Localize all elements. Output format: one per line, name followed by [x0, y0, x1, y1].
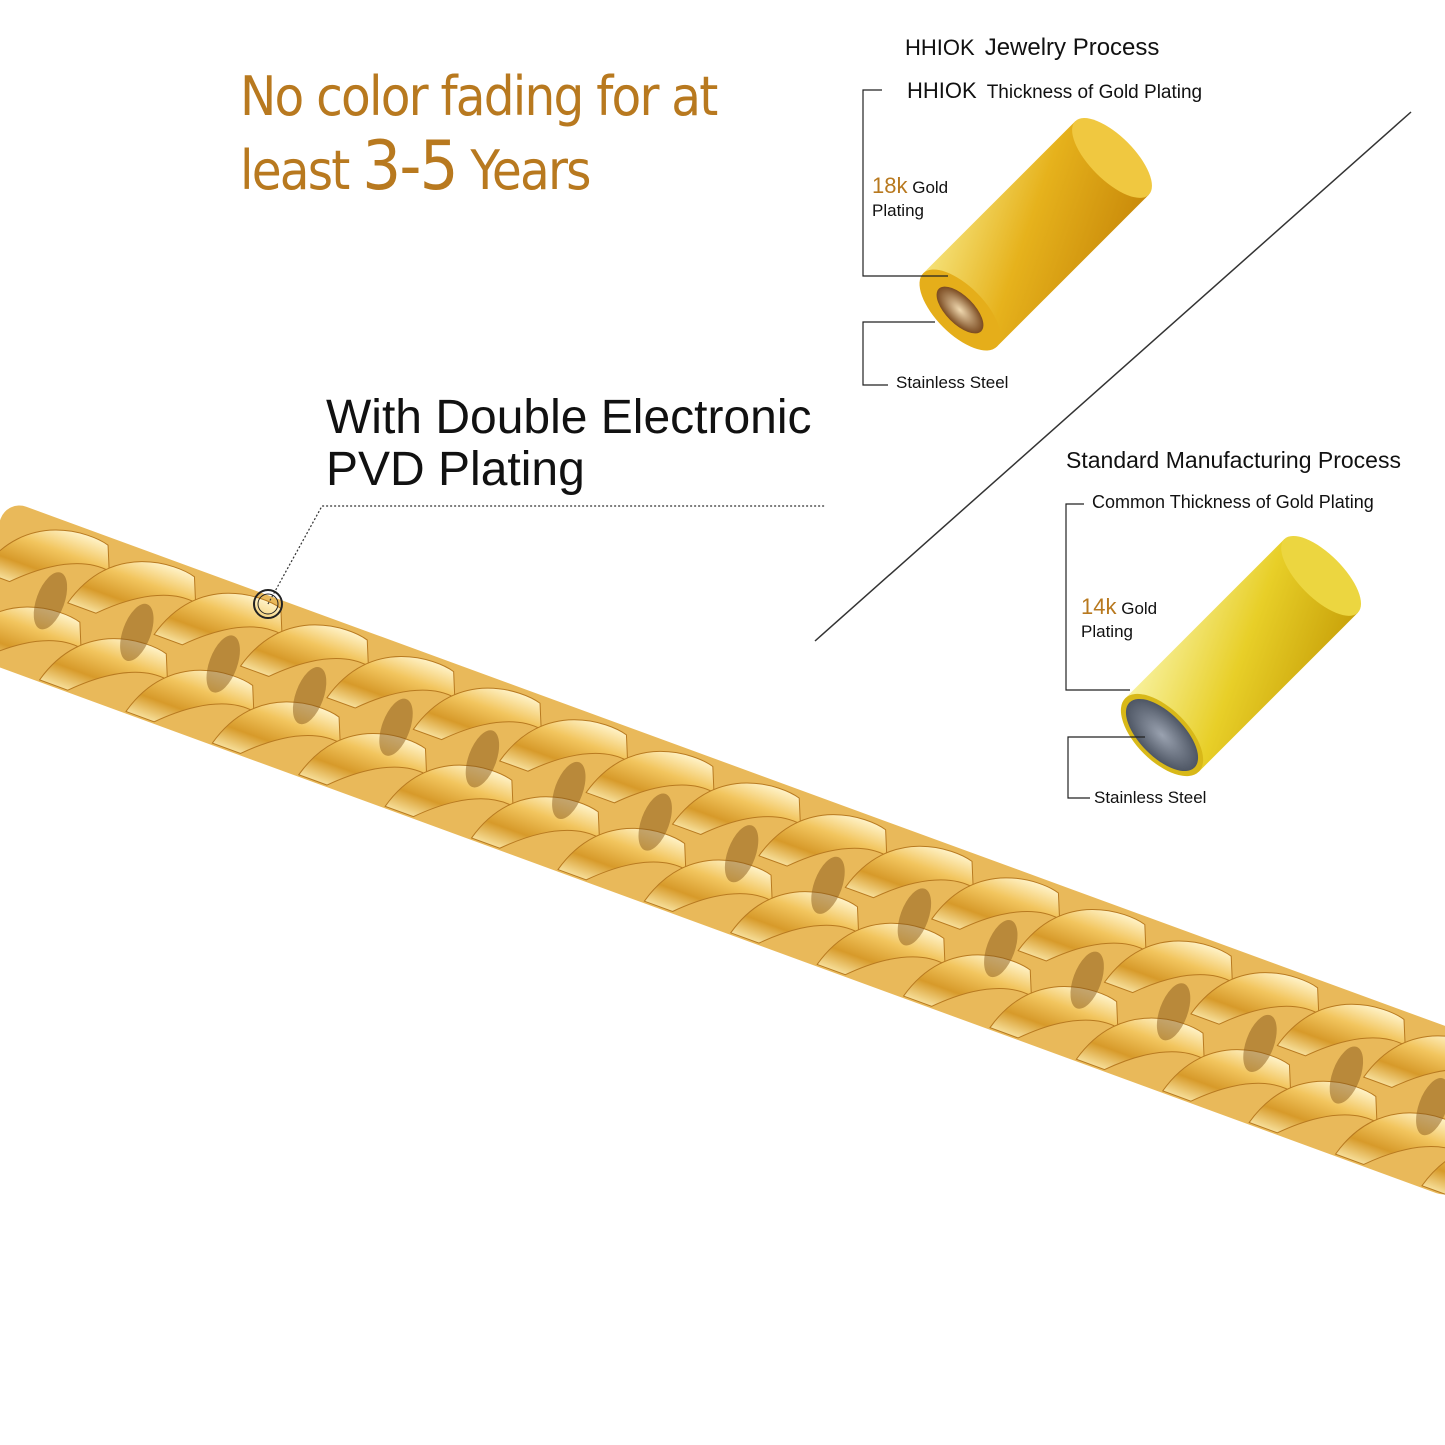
chain-link-gap — [724, 825, 759, 883]
hhiok-subtitle-text: Thickness of Gold Plating — [986, 82, 1203, 103]
chain-link-gap — [1416, 1078, 1445, 1136]
hhiok-subtitle: HHIOK Thickness of Gold Plating — [907, 78, 1202, 104]
callout-marker — [253, 589, 283, 619]
headline-prefix: least — [240, 139, 363, 202]
gold-label: Gold — [1121, 599, 1158, 618]
chain-link — [66, 561, 197, 614]
chain-link-gap — [206, 635, 240, 693]
headline-suffix: Years — [456, 139, 591, 202]
chain-link-gap — [1070, 951, 1104, 1009]
plating-label: Plating — [872, 201, 924, 220]
headline-line-2: least 3-5 Years — [240, 132, 717, 206]
chain-link-gap — [292, 667, 327, 725]
karat-value: 14k — [1081, 594, 1117, 619]
chain-link-gap — [33, 572, 68, 630]
plating-label: Plating — [1081, 622, 1133, 641]
pvd-callout: With Double Electronic PVD Plating — [326, 392, 812, 496]
hhiok-title: HHIOK Jewelry Process — [905, 34, 1159, 62]
chain-link-gap — [552, 761, 586, 820]
standard-gold-label: 14k Gold Plating — [1081, 595, 1157, 643]
headline-years-number: 3-5 — [362, 127, 458, 206]
chain-link-gap — [465, 730, 500, 788]
chain-link — [0, 529, 110, 583]
chain-link — [1017, 909, 1147, 962]
chain-link — [1362, 1035, 1445, 1088]
chain-link-gap — [379, 698, 413, 756]
standard-title: Standard Manufacturing Process — [1066, 447, 1401, 473]
chain-link-gap — [120, 603, 154, 661]
chain-link-gap — [1156, 983, 1191, 1041]
chain-link-gap — [897, 888, 932, 946]
hhiok-title-text: Jewelry Process — [984, 34, 1160, 61]
chain-link — [1276, 1003, 1406, 1057]
gold-chain-image — [0, 505, 1445, 1197]
standard-core-label: Stainless Steel — [1094, 788, 1207, 807]
divider-line — [814, 111, 1412, 642]
chain-link-gap — [811, 856, 845, 914]
chain-link — [671, 782, 801, 836]
standard-subtitle: Common Thickness of Gold Plating — [1092, 492, 1374, 512]
chain-link — [498, 719, 629, 772]
chain-link — [1190, 972, 1320, 1025]
chain-link-gap — [1329, 1046, 1364, 1104]
headline: No color fading for at least 3-5 Years — [240, 62, 718, 206]
standard-plating-cylinder — [1120, 535, 1362, 777]
chain-link — [1103, 940, 1233, 994]
hhiok-gold-label: 18k Gold Plating — [872, 174, 948, 222]
chain-link-gap — [984, 919, 1018, 978]
hhiok-core-label: Stainless Steel — [896, 373, 1009, 392]
chain-link — [844, 845, 974, 899]
chain-link — [585, 750, 715, 804]
headline-line-1: No color fading for at — [240, 65, 718, 128]
chain-link — [758, 814, 888, 867]
brand-name: HHIOK — [905, 35, 975, 60]
chain-link-gap — [638, 793, 672, 851]
brand-name: HHIOK — [907, 78, 977, 103]
chain-link — [930, 877, 1061, 930]
karat-value: 18k — [872, 173, 908, 198]
chain-link-gap — [1243, 1014, 1277, 1072]
chain-link — [239, 624, 369, 677]
callout-line-1: With Double Electronic — [326, 391, 812, 444]
chain-link — [412, 687, 542, 741]
gold-label: Gold — [912, 178, 949, 197]
callout-leader-line — [267, 505, 826, 605]
chain-link — [326, 656, 456, 709]
hhiok-plating-cylinder — [919, 118, 1152, 351]
callout-line-2: PVD Plating — [326, 443, 585, 496]
